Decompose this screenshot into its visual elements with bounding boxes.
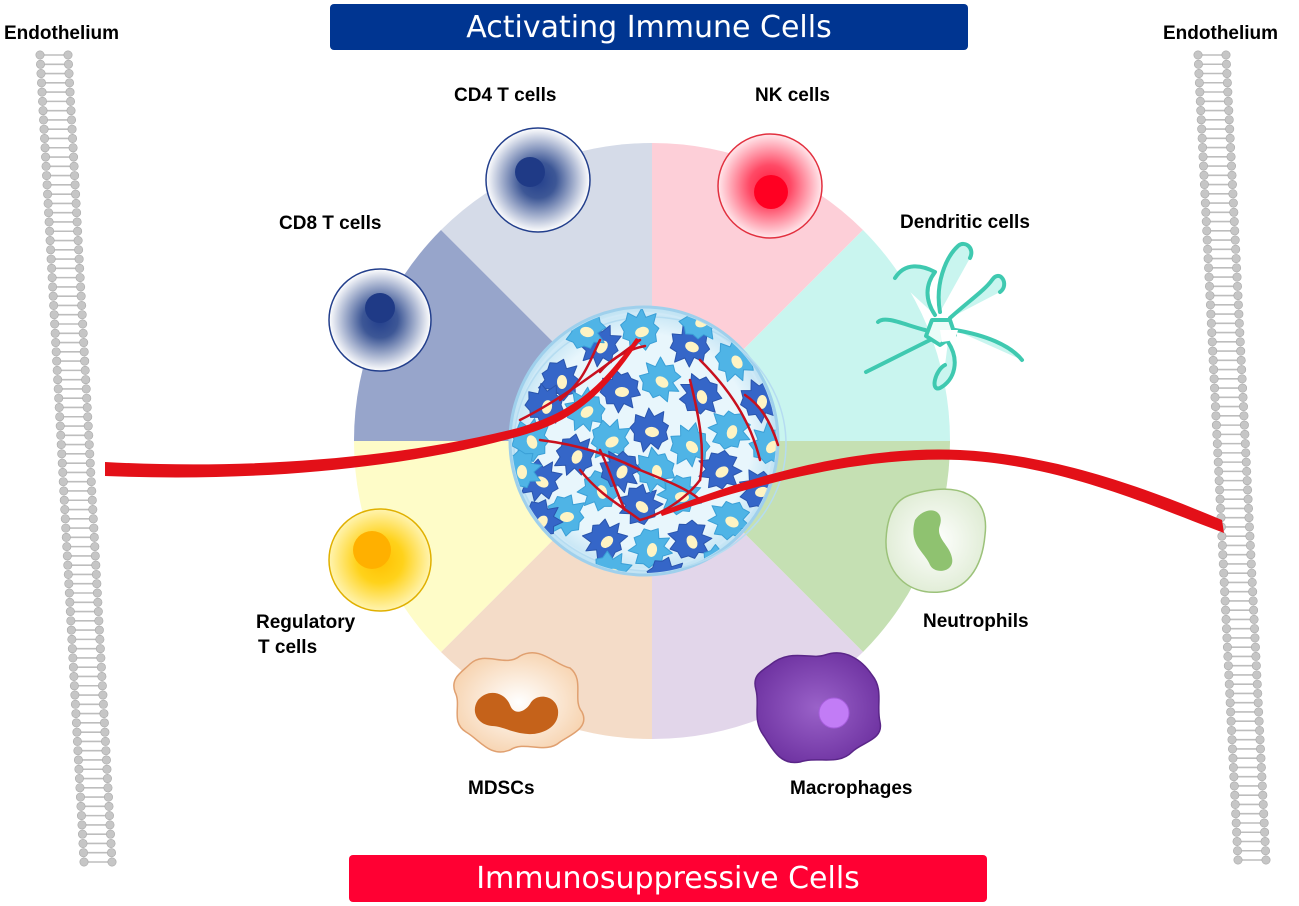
mdsc-icon	[453, 652, 585, 753]
regulatory-t-cells-label-line1: Regulatory	[256, 612, 356, 633]
cd4-t-cells-label: CD4 T cells	[454, 85, 557, 106]
mdscs-label: MDSCs	[468, 778, 535, 799]
macrophages-label: Macrophages	[790, 778, 913, 799]
nk-cell-icon	[717, 133, 823, 239]
neutrophils-label: Neutrophils	[923, 611, 1029, 632]
cd8-t-cells-label: CD8 T cells	[279, 213, 382, 234]
endothelium-left-label: Endothelium	[4, 23, 120, 44]
endothelium-right-ladder	[1193, 50, 1271, 865]
macrophage-icon	[754, 652, 882, 764]
tumor-vessels	[518, 338, 780, 522]
cd4-t-cell-icon	[485, 127, 591, 233]
endothelium-right-label: Endothelium	[1163, 23, 1279, 44]
neutrophil-icon	[885, 488, 987, 593]
nk-cells-label: NK cells	[755, 85, 830, 106]
endothelium-left-ladder	[35, 50, 117, 867]
regulatory-t-cells-label-line2: T cells	[258, 637, 318, 658]
dendritic-cell-icon	[864, 241, 1024, 391]
blood-vessel-right	[660, 449, 1224, 533]
immunosuppressive-cells-banner: Immunosuppressive Cells	[349, 855, 987, 902]
dendritic-cells-label: Dendritic cells	[900, 212, 1030, 233]
cd8-t-cell-icon	[328, 268, 432, 372]
activating-immune-cells-banner: Activating Immune Cells	[330, 4, 968, 50]
regulatory-t-cell-icon	[328, 508, 432, 612]
